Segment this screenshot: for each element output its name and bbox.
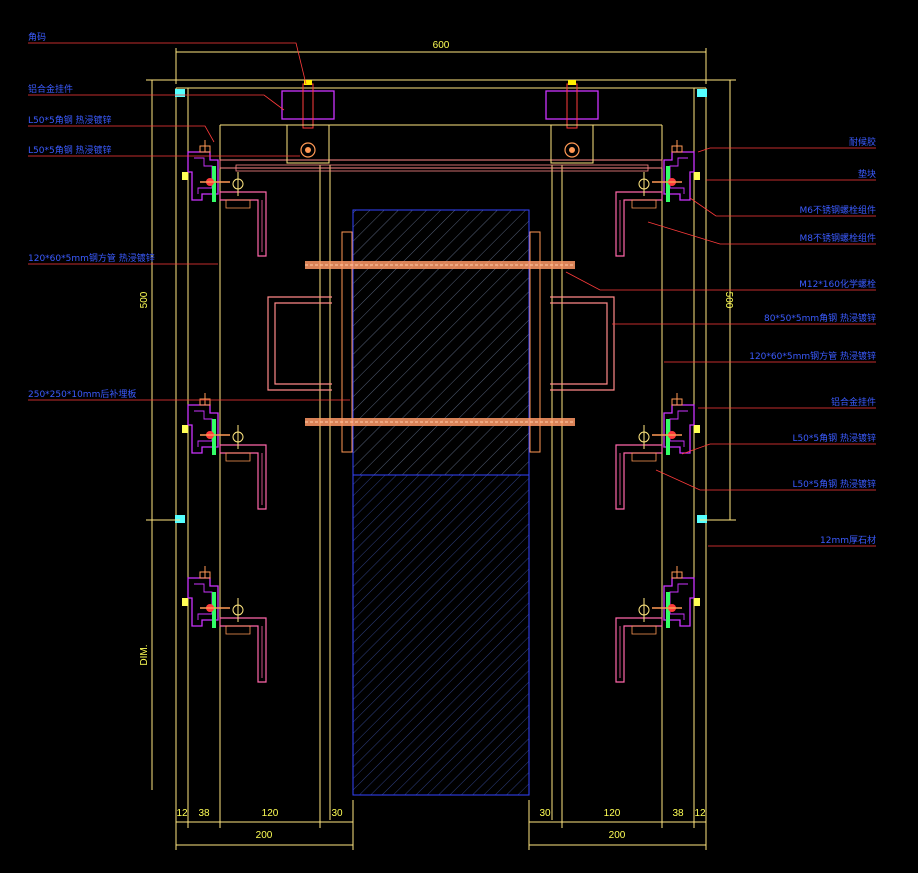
label-angle-steel-1: L50*5角钢 热浸镀锌 (28, 114, 112, 126)
dim-height-right: 500 (723, 292, 734, 309)
label-angle-steel-right-2: L50*5角钢 热浸镀锌 (792, 478, 876, 490)
leader-lines-left (28, 42, 350, 401)
dim-bottom-left-30: 30 (331, 808, 343, 819)
top-steel-tube (219, 159, 663, 172)
dim-bottom-left-total: 200 (256, 830, 273, 841)
concrete-column (352, 209, 530, 796)
label-m12-chemical-bolt: M12*160化学螺栓 (799, 278, 876, 290)
dim-height-left: 500 (139, 291, 150, 308)
side-steel-channel-left (267, 296, 332, 391)
bracket-left-lower (182, 566, 267, 683)
label-m6-bolt: M6不锈钢螺栓组件 (800, 204, 877, 216)
dimension-lines (146, 48, 736, 850)
dim-top-width: 600 (433, 40, 450, 51)
annotation-labels-left: 角码 铝合金挂件 L50*5角钢 热浸镀锌 L50*5角钢 热浸镀锌 120*6… (28, 31, 155, 400)
dim-bottom-right-30: 30 (539, 808, 551, 819)
label-stone-12mm: 12mm厚石材 (820, 534, 876, 546)
bracket-assemblies (182, 140, 700, 683)
dim-bottom-right-120: 120 (604, 808, 621, 819)
label-steel-tube-left: 120*60*5mm钢方管 热浸镀锌 (28, 252, 155, 264)
dim-bottom-right-total: 200 (609, 830, 626, 841)
label-m8-bolt: M8不锈钢螺栓组件 (800, 232, 877, 244)
chemical-bolt-upper (305, 261, 575, 269)
top-clip-right (545, 80, 599, 164)
leader-lines-right (565, 147, 876, 547)
dim-bottom-right-12: 12 (694, 808, 706, 819)
bracket-right-middle (615, 393, 700, 510)
annotation-labels-right: 耐候胶 垫块 M6不锈钢螺栓组件 M8不锈钢螺栓组件 M12*160化学螺栓 8… (749, 136, 876, 546)
label-embed-plate: 250*250*10mm后补埋板 (28, 388, 136, 400)
label-corner-clip: 角码 (28, 31, 46, 43)
dim-bottom-right-38: 38 (672, 808, 684, 819)
side-steel-channel-right (550, 296, 615, 391)
label-aluminum-hanger-top: 铝合金挂件 (28, 83, 73, 95)
bracket-right-lower (615, 566, 700, 683)
label-angle-steel-2: L50*5角钢 热浸镀锌 (28, 144, 112, 156)
label-weather-sealant: 耐候胶 (849, 136, 876, 148)
dim-bottom-left-120: 120 (262, 808, 279, 819)
top-clip-left (281, 80, 335, 164)
label-spacer-block: 垫块 (858, 168, 876, 180)
bracket-left-middle (182, 393, 267, 510)
chemical-bolt-lower (305, 418, 575, 426)
label-angle-steel-right-1: L50*5角钢 热浸镀锌 (792, 432, 876, 444)
embed-plates (341, 231, 541, 453)
dim-left-bottom: DIM. (139, 644, 150, 665)
dim-bottom-left-38: 38 (198, 808, 210, 819)
bracket-left-upper (182, 140, 267, 257)
sealant-joints (175, 89, 707, 523)
label-angle-80x50: 80*50*5mm角钢 热浸镀锌 (764, 312, 876, 324)
bracket-right-upper (615, 140, 700, 257)
label-aluminum-hanger-right: 铝合金挂件 (831, 396, 876, 408)
label-steel-tube-right: 120*60*5mm钢方管 热浸镀锌 (749, 350, 876, 362)
dim-bottom-left-12: 12 (176, 808, 188, 819)
